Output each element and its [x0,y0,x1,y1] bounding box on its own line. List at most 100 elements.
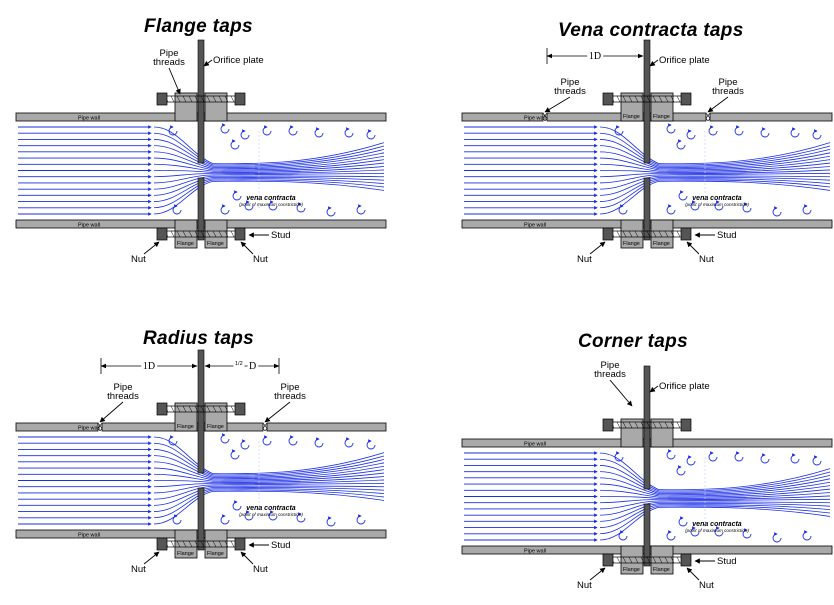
eddy-swirl [812,129,822,140]
eddy-swirl [802,530,812,541]
flange-left [620,418,644,448]
eddy-swirl [708,451,718,462]
stud-label: Stud [271,540,291,551]
eddy-swirl [366,129,376,140]
flange-left [174,529,198,559]
vena-contracta-label: vena contracta [692,521,742,528]
dimension-fraction: 1/2 [235,361,243,367]
eddy-swirl [288,435,298,446]
pipe-threads-label: Pipe [600,360,619,371]
eddy-swirl [618,204,628,215]
flange-left [174,402,198,432]
pipe-wall-label: Pipe wall [524,442,546,448]
eddy-swirl [614,125,624,136]
pipe-threads-leader [544,96,571,113]
eddy-swirl [232,500,242,511]
eddy-swirl [314,437,324,448]
orifice-plate-upper [197,39,205,164]
eddy-swirl [714,526,724,537]
flange-left [620,545,644,575]
eddy-swirl [326,516,336,527]
nut-right [680,92,692,106]
eddy-swirl [296,512,306,523]
flange-right [650,545,674,575]
eddy-swirl [268,200,278,211]
flange-label: Flange [177,551,194,557]
orifice-plate-leader [649,385,659,393]
nut-right [680,418,692,432]
nut-right [234,92,246,106]
pipe-threads-label: threads [594,369,626,380]
pipe-threads-label: threads [274,391,306,402]
nut-leader-right [686,241,700,255]
eddy-swirl [742,528,752,539]
flange-label: Flange [207,424,224,430]
nut-leader-left [589,241,606,255]
eddy-swirl [678,516,688,527]
eddy-swirl [666,123,676,134]
dimension-label-upstream: 1D [589,51,601,62]
nut-left [602,227,614,241]
eddy-swirl [356,204,366,215]
eddy-swirl [244,510,254,521]
orifice-plate-leader [649,59,659,67]
eddy-swirl [676,139,686,150]
pipe-threads-label: threads [712,86,744,97]
eddy-swirl [262,435,272,446]
nut-label-right: Nut [253,254,268,265]
flange-label: Flange [653,567,670,573]
eddy-swirl [344,127,354,138]
eddy-swirl [742,202,752,213]
flange-right [204,402,228,432]
stud-label: Stud [271,230,291,241]
vena-contracta-core [667,165,747,178]
nut-leader-right [240,551,254,565]
dimension-label-upstream: 1D [143,361,155,372]
eddy-swirl [232,190,242,201]
nut-left [156,402,168,416]
eddy-swirl [690,526,700,537]
flange-right [650,418,674,448]
nut-left [156,537,168,551]
pipe-threads-label: Pipe [113,382,132,393]
eddy-swirl [686,129,696,140]
pipe-threads-leader [99,401,124,423]
pipe-threads-leader [168,67,181,95]
nut-left [602,92,614,106]
nut-label-right: Nut [699,580,714,591]
eddy-swirl [220,433,230,444]
pipe-threads-leader [264,401,291,423]
flow-streamlines [18,433,385,527]
flange-label: Flange [623,567,640,573]
pipe-wall-label: Pipe wall [78,223,100,229]
eddy-swirl [288,125,298,136]
eddy-swirl [666,204,676,215]
nut-label-left: Nut [577,254,592,265]
eddy-swirl [220,204,230,215]
eddy-swirl [772,206,782,217]
nut-leader-left [143,551,160,565]
orifice-plate-lower [197,177,205,241]
eddy-swirl [230,449,240,460]
flow-streamlines [464,123,831,217]
pipe-threads-label: Pipe [718,77,737,88]
flange-left [620,92,644,122]
eddy-swirl [734,451,744,462]
corner-taps-title: Corner taps [578,331,688,352]
vena-contracta-label: vena contracta [246,505,296,512]
flange-taps-title: Flange taps [144,16,253,37]
flange-label: Flange [623,114,640,120]
flange-left [620,219,644,249]
nut-leader-left [589,567,606,581]
nut-right [234,402,246,416]
nut-left [156,92,168,106]
eddy-swirl [240,439,250,450]
eddy-swirl [678,190,688,201]
eddy-swirl [314,127,324,138]
